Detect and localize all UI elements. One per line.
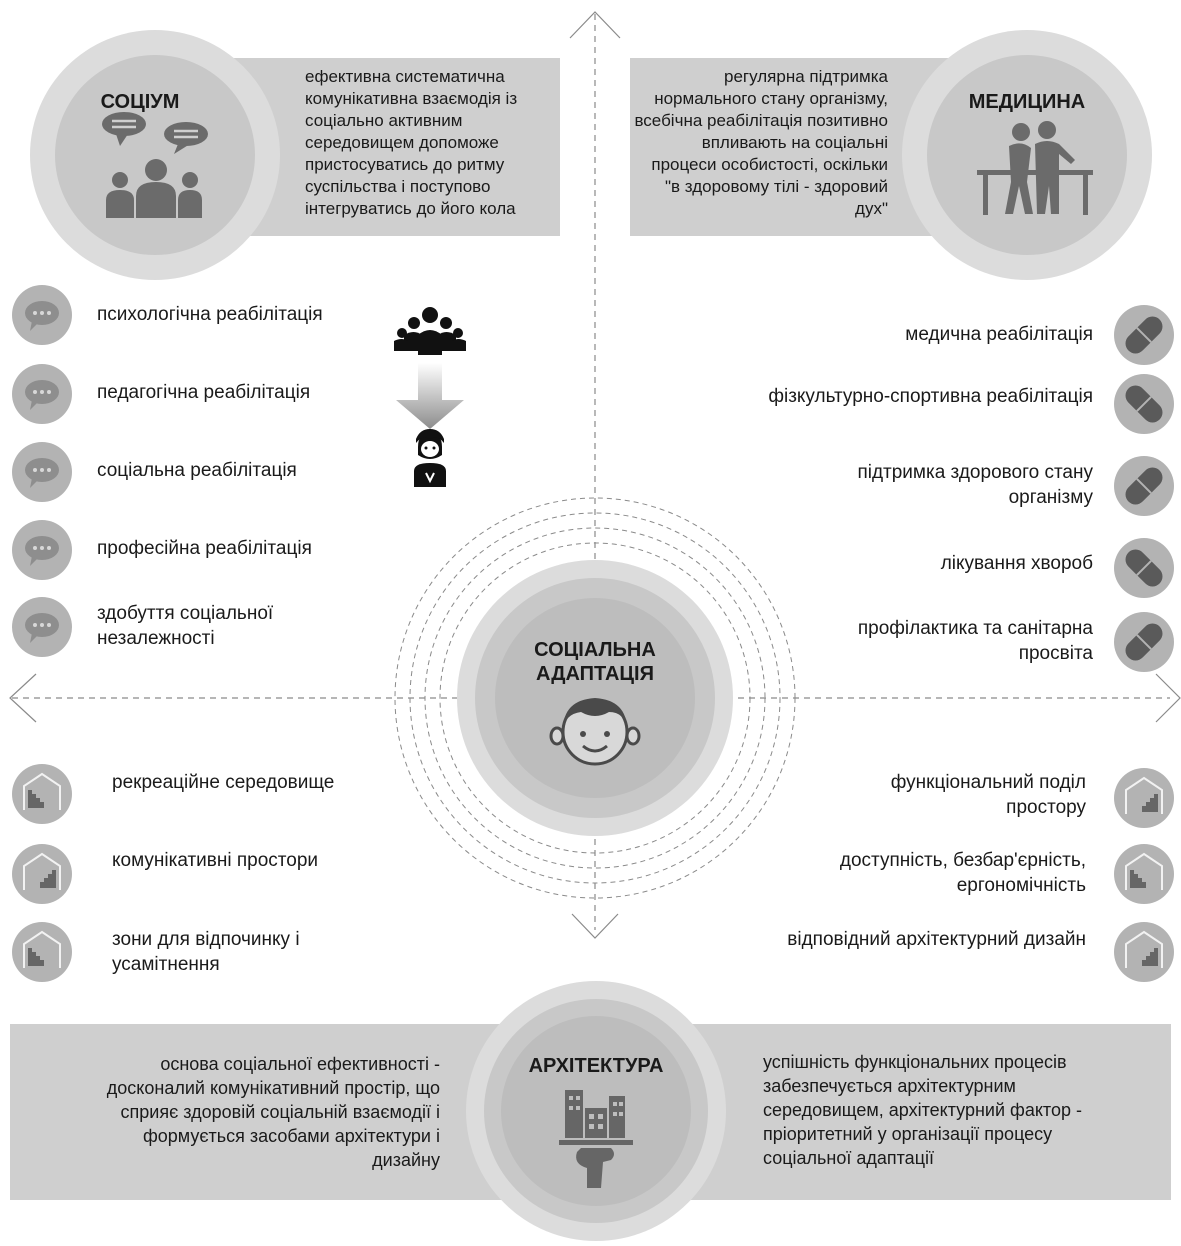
rehabilitation-walking-icon: [977, 121, 1093, 215]
socium-title: СОЦІУМ: [100, 91, 180, 113]
axis-arrow-bottom: [571, 913, 619, 939]
speech-bubble-icon: [12, 597, 72, 657]
pill-icon: [1114, 305, 1174, 365]
socium-item: соціальна реабілітація: [97, 460, 297, 481]
pill-icon: [1114, 374, 1174, 434]
house-stairs-icon: [1114, 768, 1174, 828]
medicine-description: регулярна підтримка нормального стану ор…: [634, 67, 888, 218]
speech-bubble-icon: [12, 364, 72, 424]
architecture-right-item: доступність, безбар'єрність, ергономічні…: [839, 850, 1086, 896]
happy-face-icon: [549, 698, 641, 766]
architecture-right-item: відповідний архітектурний дизайн: [787, 929, 1086, 950]
medicine-item: лікування хвороб: [940, 553, 1093, 574]
axis-arrow-left: [9, 673, 37, 723]
architecture-right-item: функціональний поділ простору: [890, 772, 1086, 818]
speech-bubble-icon: [12, 285, 72, 345]
buildings-on-hand-icon: [559, 1090, 633, 1188]
architecture-left-text: основа соціальної ефективності - доскона…: [106, 1054, 440, 1170]
socium-circle: [30, 30, 280, 280]
socium-description: ефективна систематична комунікативна вза…: [305, 67, 518, 218]
pill-icon: [1114, 612, 1174, 672]
medicine-item: підтримка здорового стану організму: [857, 462, 1093, 508]
speech-bubble-icon: [12, 442, 72, 502]
house-stairs-icon: [1114, 844, 1174, 904]
medicine-item: медична реабілітація: [905, 324, 1093, 345]
socium-item: здобуття соціальної незалежності: [97, 603, 274, 649]
architecture-title: АРХІТЕКТУРА: [528, 1055, 664, 1077]
group-to-person-arrow-icon: [394, 307, 466, 487]
architecture-right-text: успішність функціональних процесів забез…: [763, 1052, 1082, 1168]
house-stairs-icon: [12, 764, 72, 824]
axis-arrow-top: [569, 11, 621, 39]
pill-icon: [1114, 538, 1174, 598]
center-title: СОЦІАЛЬНА АДАПТАЦІЯ: [534, 639, 656, 685]
medicine-item: фізкультурно-спортивна реабілітація: [768, 386, 1093, 407]
house-stairs-icon: [12, 844, 72, 904]
speech-bubble-icon: [12, 520, 72, 580]
socium-item: педагогічна реабілітація: [97, 382, 311, 403]
medicine-item: профілактика та санітарна просвіта: [857, 618, 1093, 664]
people-talking-icon: [102, 112, 208, 218]
pill-icon: [1114, 456, 1174, 516]
dashed-rings: [394, 497, 796, 899]
socium-item: психологічна реабілітація: [97, 304, 323, 325]
house-stairs-icon: [12, 922, 72, 982]
medicine-title: МЕДИЦИНА: [968, 91, 1086, 113]
axis-arrow-right: [1155, 673, 1181, 723]
house-stairs-icon: [1114, 922, 1174, 982]
architecture-left-item: рекреаційне середовище: [112, 772, 335, 793]
socium-item: професійна реабілітація: [97, 538, 312, 559]
architecture-left-item: зони для відпочинку і усамітнення: [112, 929, 300, 975]
architecture-left-item: комунікативні простори: [112, 850, 319, 871]
